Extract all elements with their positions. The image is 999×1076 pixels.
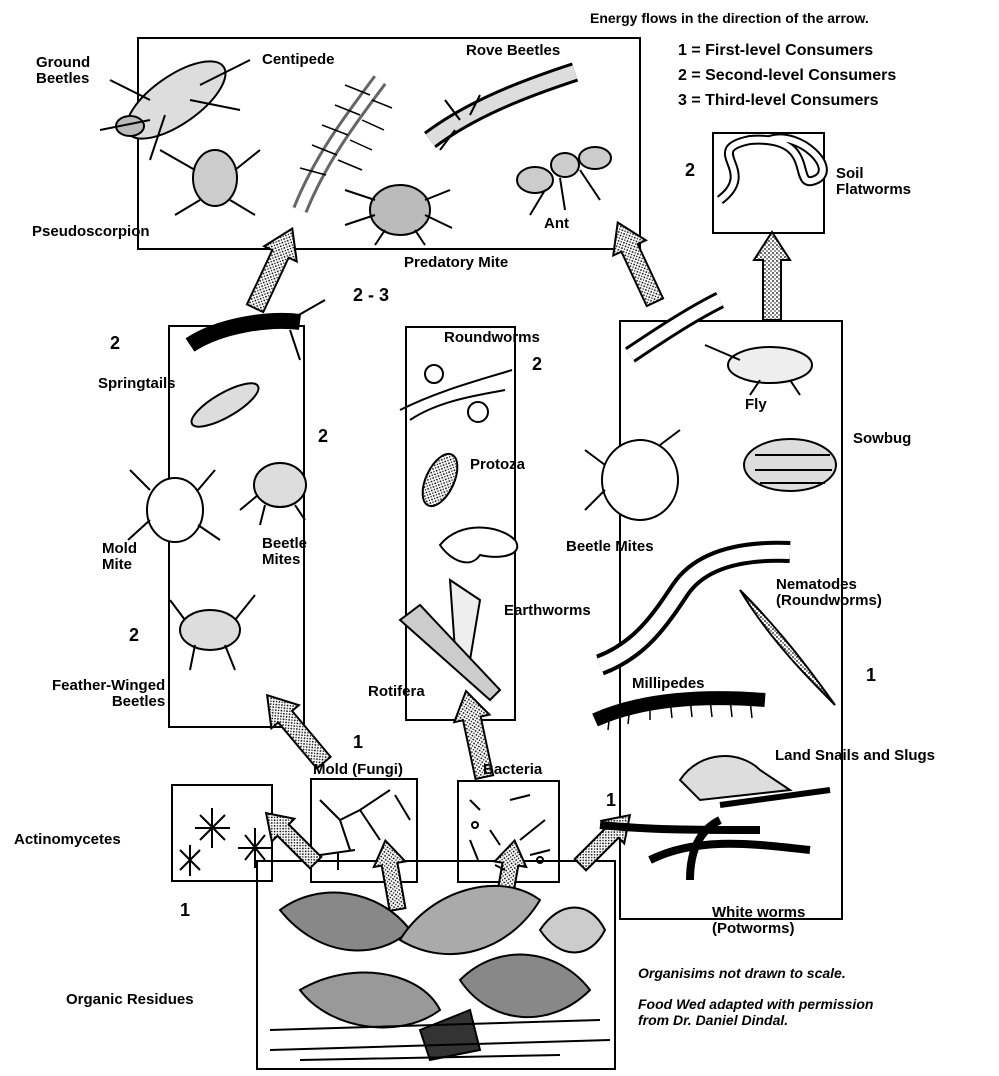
energy-flow-note: Energy flows in the direction of the arr…	[590, 10, 869, 26]
level-flatworms: 2	[685, 160, 695, 181]
label-ant: Ant	[544, 216, 569, 232]
level-left-mid: 2	[318, 426, 328, 447]
predatory-mite-drawing	[345, 185, 452, 245]
roundworm-coil-2	[468, 402, 488, 422]
millipede-drawing	[595, 698, 765, 720]
label-rotifera: Rotifera	[368, 684, 425, 700]
label-ground-beetles: Ground Beetles	[36, 55, 90, 87]
label-organic-residues: Organic Residues	[66, 992, 194, 1008]
arrow-residues-to-fungi	[370, 838, 414, 912]
arrow-residues-to-right	[569, 804, 641, 876]
label-springtails: Springtails	[98, 376, 176, 392]
pseudoscorpion-drawing	[160, 150, 260, 215]
label-pseudoscorpion: Pseudoscorpion	[32, 224, 150, 240]
label-mold-mite: Mold Mite	[102, 541, 137, 573]
feather-winged-beetle-drawing	[170, 595, 255, 670]
label-sowbug: Sowbug	[853, 431, 911, 447]
credit-note: Food Wed adapted with permission from Dr…	[638, 996, 873, 1028]
roundworm-drawing	[400, 370, 512, 420]
label-bacteria: Bacteria	[483, 762, 542, 778]
label-nematodes: Nematodes (Roundworms)	[776, 577, 882, 609]
sowbug-drawing	[744, 439, 836, 491]
fly-drawing	[705, 345, 812, 395]
protozoa-drawing	[415, 449, 464, 512]
arrow-springtails-to-predators	[239, 221, 309, 316]
label-centipede: Centipede	[262, 52, 335, 68]
legend: 1 = First-level Consumers 2 = Second-lev…	[678, 38, 896, 113]
rove-beetle-drawing	[430, 72, 575, 150]
scale-note: Organisims not drawn to scale.	[638, 965, 846, 981]
arrow-right-to-predators	[601, 215, 671, 310]
label-protoza: Protoza	[470, 457, 525, 473]
ground-beetle-drawing	[100, 47, 250, 160]
white-worm-drawing	[600, 820, 810, 880]
level-right-low: 1	[606, 790, 616, 811]
label-land-snails: Land Snails and Slugs	[775, 748, 935, 764]
legend-item-second-level: 2 = Second-level Consumers	[678, 63, 896, 88]
level-predators: 2 - 3	[353, 285, 389, 306]
organic-residues-drawing	[270, 886, 610, 1060]
ant-drawing	[517, 147, 611, 215]
label-millipedes: Millipedes	[632, 676, 705, 692]
roundworm-coil-1	[425, 365, 443, 383]
label-mold-fungi: Mold (Fungi)	[313, 762, 403, 778]
beetle-mite-right-drawing	[585, 430, 680, 520]
actinomycetes-drawing	[180, 808, 272, 876]
level-right: 1	[866, 665, 876, 686]
mold-mite-drawing	[128, 470, 220, 542]
level-roundworms: 2	[532, 354, 542, 375]
level-actinomycetes: 1	[180, 900, 190, 921]
label-white-worms: White worms (Potworms)	[712, 905, 805, 937]
amoeba-drawing	[440, 528, 517, 563]
level-left-top: 2	[110, 333, 120, 354]
label-beetle-mites-left: Beetle Mites	[262, 536, 307, 568]
label-soil-flatworms: Soil Flatworms	[836, 166, 911, 198]
label-predatory-mite: Predatory Mite	[404, 255, 508, 271]
label-feather-winged-beetles: Feather-Winged Beetles	[52, 678, 165, 710]
level-left-low: 2	[129, 625, 139, 646]
beetle-mite-left-drawing	[240, 463, 306, 525]
label-earthworms: Earthworms	[504, 603, 591, 619]
label-actinomycetes: Actinomycetes	[14, 832, 121, 848]
legend-item-third-level: 3 = Third-level Consumers	[678, 88, 896, 113]
label-roundworms: Roundworms	[444, 330, 540, 346]
level-fungi: 1	[353, 732, 363, 753]
legend-item-first-level: 1 = First-level Consumers	[678, 38, 896, 63]
label-fly: Fly	[745, 397, 767, 413]
arrow-right-to-flatworms	[754, 232, 790, 320]
label-rove-beetles: Rove Beetles	[466, 43, 560, 59]
label-beetle-mites-right: Beetle Mites	[566, 539, 654, 555]
arrow-residues-to-actinomycetes	[255, 802, 327, 874]
springtail-small-drawing	[186, 376, 264, 435]
